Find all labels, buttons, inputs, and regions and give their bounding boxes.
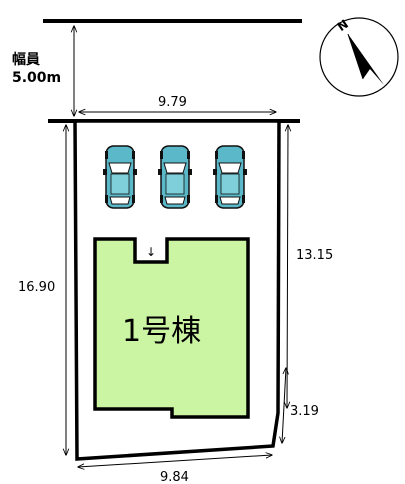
left-dimension-label: 16.90 <box>18 280 55 295</box>
right-lower-dimension-arrow <box>282 368 286 443</box>
entrance-arrow-icon: ↓ <box>146 245 156 259</box>
car-1 <box>102 145 138 209</box>
bottom-dimension-label: 9.84 <box>160 470 189 484</box>
right-upper-dimension-arrow <box>287 125 288 408</box>
road-width-value: 5.00m <box>12 70 61 86</box>
building-label: 1号棟 <box>122 314 201 349</box>
car-2 <box>157 145 193 209</box>
compass-icon <box>319 17 399 97</box>
right-upper-dimension-label: 13.15 <box>296 248 333 263</box>
car-3 <box>212 145 248 209</box>
building-footprint <box>93 237 250 419</box>
road-width-label: 幅員 <box>12 51 40 68</box>
right-lower-dimension-label: 3.19 <box>290 404 319 419</box>
top-dimension-label: 9.79 <box>158 95 187 110</box>
bottom-dimension-arrow <box>78 455 272 467</box>
